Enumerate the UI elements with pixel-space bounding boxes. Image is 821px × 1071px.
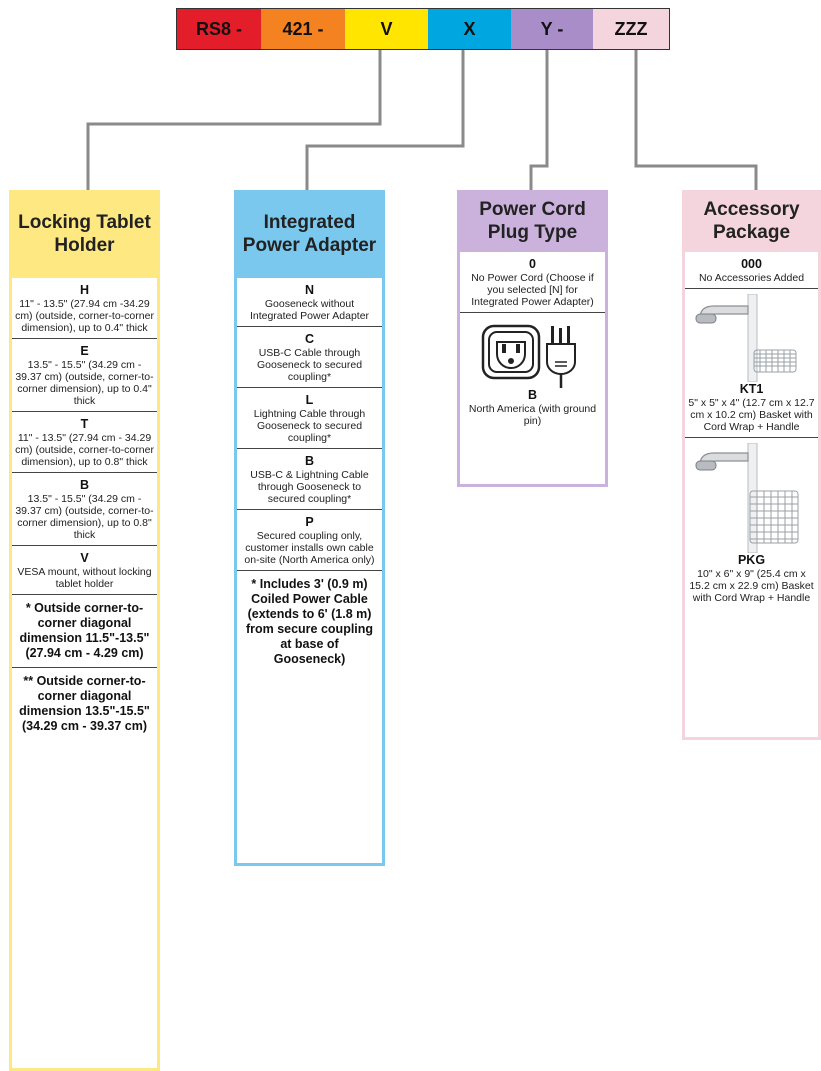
segment-model: 421 -: [261, 9, 345, 49]
option-p: P Secured coupling only, customer instal…: [237, 510, 382, 571]
option-code: B: [527, 388, 538, 402]
option-code: N: [304, 283, 315, 297]
segment-power: X: [428, 9, 511, 49]
column-title: Power Cord Plug Type: [460, 190, 605, 252]
segment-cord: Y -: [511, 9, 593, 49]
option-code: 0: [529, 257, 536, 271]
integrated-power-adapter-column: Integrated Power Adapter N Gooseneck wit…: [234, 190, 385, 866]
column-title: Integrated Power Adapter: [237, 190, 382, 278]
option-h: H 11" - 13.5" (27.94 cm -34.29 cm) (outs…: [12, 278, 157, 339]
outlet-plug-icon: [481, 324, 576, 388]
option-code: L: [305, 393, 314, 407]
option-v: V VESA mount, without locking tablet hol…: [12, 546, 157, 595]
option-text: Secured coupling only, customer installs…: [244, 530, 375, 566]
option-code: C: [304, 332, 315, 346]
option-b: B 13.5" - 15.5" (34.29 cm - 39.37 cm) (o…: [12, 473, 157, 546]
option-code: PKG: [737, 553, 766, 567]
option-pkg: PKG 10" x 6" x 9" (25.4 cm x 15.2 cm x 2…: [685, 438, 818, 608]
small-basket-icon: [695, 294, 796, 382]
large-basket-icon: [695, 443, 798, 553]
option-text: No Accessories Added: [698, 272, 805, 284]
option-text: USB-C & Lightning Cable through Goosenec…: [250, 469, 369, 505]
option-code: E: [80, 344, 89, 358]
option-b: B North America (with ground pin): [460, 313, 605, 431]
footnote-double: ** Outside corner-to-corner diagonal dim…: [19, 674, 150, 733]
part-number-bar: RS8 - 421 - V X Y - ZZZ: [176, 8, 670, 50]
option-l: L Lightning Cable through Gooseneck to s…: [237, 388, 382, 449]
option-kt1: KT1 5" x 5" x 4" (12.7 cm x 12.7 cm x 10…: [685, 289, 818, 438]
option-text: 13.5" - 15.5" (34.29 cm - 39.37 cm) (out…: [15, 359, 154, 407]
option-code: KT1: [739, 382, 764, 396]
option-e: E 13.5" - 15.5" (34.29 cm - 39.37 cm) (o…: [12, 339, 157, 412]
option-0: 0 No Power Cord (Choose if you selected …: [460, 252, 605, 313]
option-text: 5" x 5" x 4" (12.7 cm x 12.7 cm x 10.2 c…: [688, 397, 815, 433]
accessory-package-column: Accessory Package 000 No Accessories Add…: [682, 190, 821, 740]
option-text: 13.5" - 15.5" (34.29 cm - 39.37 cm) (out…: [15, 493, 154, 541]
locking-tablet-holder-column: Locking Tablet Holder H 11" - 13.5" (27.…: [9, 190, 160, 1071]
option-n: N Gooseneck without Integrated Power Ada…: [237, 278, 382, 327]
option-text: USB-C Cable through Gooseneck to secured…: [256, 347, 363, 383]
segment-accessory: ZZZ: [593, 9, 669, 49]
option-000: 000 No Accessories Added: [685, 252, 818, 289]
option-text: 11" - 13.5" (27.94 cm - 34.29 cm) (outsi…: [15, 432, 154, 468]
footnote-cable: * Includes 3' (0.9 m) Coiled Power Cable…: [245, 577, 374, 666]
segment-series: RS8 -: [177, 9, 261, 49]
option-code: T: [80, 417, 89, 431]
option-text: Gooseneck without Integrated Power Adapt…: [249, 298, 370, 322]
option-code: 000: [741, 257, 762, 271]
power-cord-plug-type-column: Power Cord Plug Type 0 No Power Cord (Ch…: [457, 190, 608, 487]
option-code: P: [305, 515, 314, 529]
column-title: Accessory Package: [685, 190, 818, 252]
option-code: B: [304, 454, 315, 468]
option-t: T 11" - 13.5" (27.94 cm - 34.29 cm) (out…: [12, 412, 157, 473]
option-text: North America (with ground pin): [468, 403, 597, 427]
connector-holder: [86, 50, 382, 190]
option-code: H: [79, 283, 90, 297]
option-text: No Power Cord (Choose if you selected [N…: [471, 272, 594, 308]
column-title: Locking Tablet Holder: [12, 190, 157, 278]
option-text: Lightning Cable through Gooseneck to sec…: [253, 408, 366, 444]
connector-accessory: [634, 50, 758, 190]
option-c: C USB-C Cable through Gooseneck to secur…: [237, 327, 382, 388]
option-code: V: [80, 551, 89, 565]
option-text: 11" - 13.5" (27.94 cm -34.29 cm) (outsid…: [15, 298, 154, 334]
option-b: B USB-C & Lightning Cable through Goosen…: [237, 449, 382, 510]
footnote-single: * Outside corner-to-corner diagonal dime…: [12, 595, 157, 668]
option-code: B: [79, 478, 90, 492]
segment-holder: V: [345, 9, 428, 49]
connector-power: [305, 50, 465, 190]
option-text: VESA mount, without locking tablet holde…: [17, 566, 152, 590]
option-text: 10" x 6" x 9" (25.4 cm x 15.2 cm x 22.9 …: [689, 568, 814, 604]
connector-cord: [529, 50, 549, 190]
